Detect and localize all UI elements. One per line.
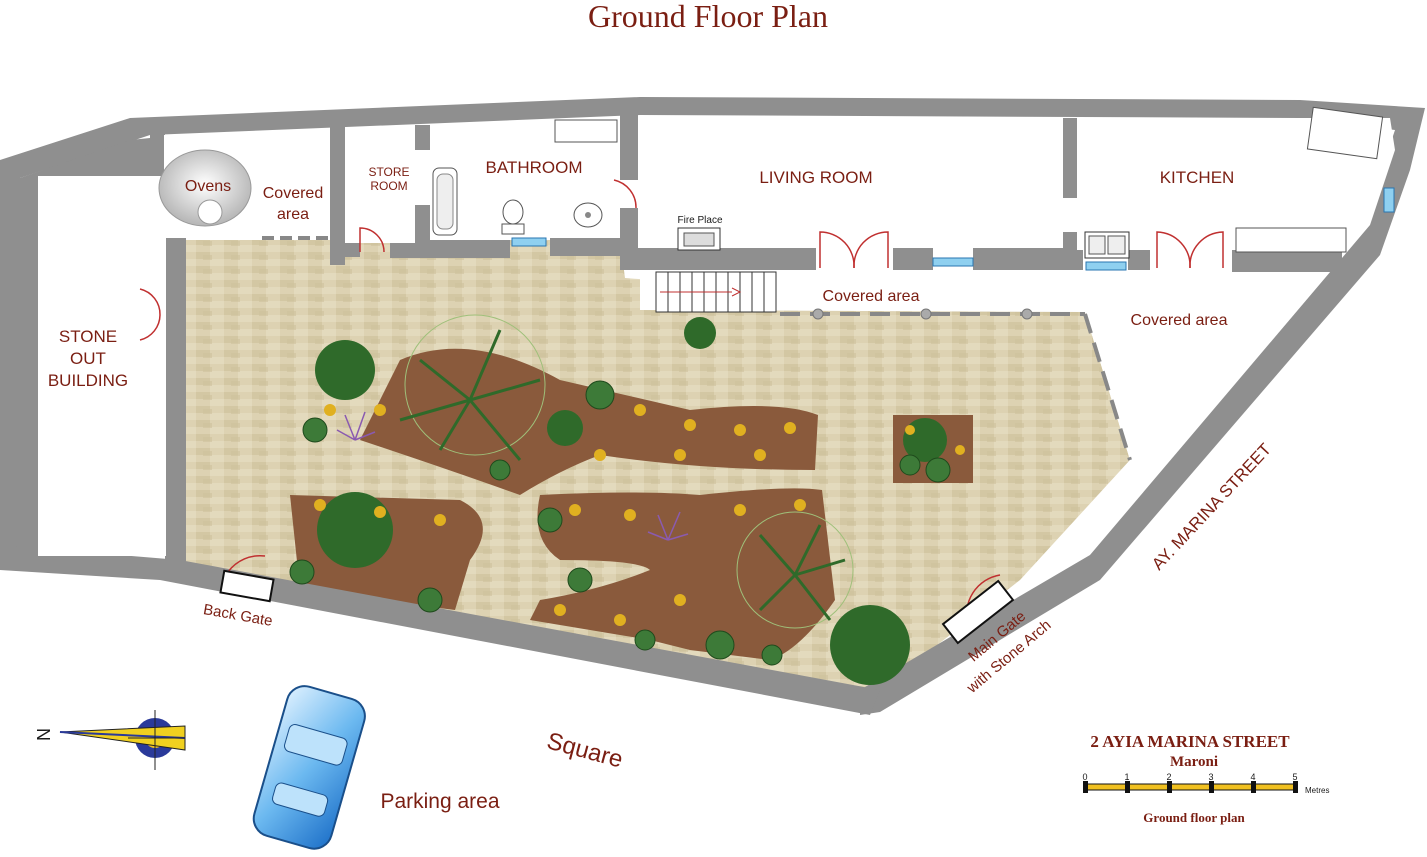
scale-tick-3: 3 xyxy=(1208,772,1213,782)
label-parking: Parking area xyxy=(380,790,499,813)
label-square: Square xyxy=(544,727,626,773)
legend-address-2: Maroni xyxy=(1170,754,1218,770)
windows xyxy=(511,187,1395,271)
compass-north-letter: N xyxy=(33,728,53,741)
back-gate xyxy=(219,569,275,603)
label-back-gate: Back Gate xyxy=(202,601,274,630)
label-ovens: Ovens xyxy=(185,178,231,195)
scale-tick-labels: 0 1 2 3 4 5 xyxy=(1082,772,1297,782)
label-kitchen: KITCHEN xyxy=(1160,168,1235,187)
compass-icon xyxy=(59,710,186,770)
scale-bar xyxy=(1083,781,1298,793)
label-fire-place: Fire Place xyxy=(677,215,722,226)
scale-tick-5: 5 xyxy=(1292,772,1297,782)
legend-address-1: 2 AYIA MARINA STREET xyxy=(1090,732,1290,751)
label-stone-out-building-1: STONE xyxy=(59,327,117,346)
kitchen-counter xyxy=(1235,227,1347,253)
toilet-icon xyxy=(501,199,525,235)
main-gate xyxy=(941,579,1015,645)
legend-caption: Ground floor plan xyxy=(1143,810,1245,825)
bathtub-icon xyxy=(432,167,458,236)
kitchen-counter-top xyxy=(1306,106,1384,160)
car-icon xyxy=(252,685,366,850)
label-covered-area-top-1: Covered xyxy=(263,185,323,202)
label-bathroom: BATHROOM xyxy=(486,158,583,177)
staircase xyxy=(655,271,777,313)
tree-icon xyxy=(399,314,854,629)
covered-area-columns xyxy=(812,308,1033,320)
label-stone-out-building-2: OUT xyxy=(70,349,106,368)
label-street: AY. MARINA STREET xyxy=(1148,440,1275,574)
label-stone-out-building-3: BUILDING xyxy=(48,371,128,390)
garden-beds xyxy=(290,348,973,660)
page-title: Ground Floor Plan xyxy=(588,0,828,34)
label-store-room-2: ROOM xyxy=(370,179,407,193)
ovens-icon xyxy=(158,149,252,227)
sink-icon xyxy=(573,202,603,228)
scale-tick-2: 2 xyxy=(1166,772,1171,782)
kitchen-sink-icon xyxy=(1084,231,1130,259)
scale-tick-4: 4 xyxy=(1250,772,1255,782)
fireplace-icon xyxy=(677,227,721,251)
covered-area-zone xyxy=(640,272,1330,460)
label-living-room: LIVING ROOM xyxy=(759,168,872,187)
scale-unit: Metres xyxy=(1305,786,1329,795)
stone-out-building xyxy=(38,176,166,556)
label-covered-area-mid: Covered area xyxy=(823,288,920,305)
scale-tick-1: 1 xyxy=(1124,772,1129,782)
scale-tick-0: 0 xyxy=(1082,772,1087,782)
label-store-room-1: STORE xyxy=(368,165,409,179)
bathroom-counter xyxy=(554,119,618,143)
covered-area-edge xyxy=(780,312,1132,461)
label-covered-area-top-2: area xyxy=(277,206,309,223)
label-covered-area-right: Covered area xyxy=(1131,312,1228,329)
plants xyxy=(289,317,965,685)
